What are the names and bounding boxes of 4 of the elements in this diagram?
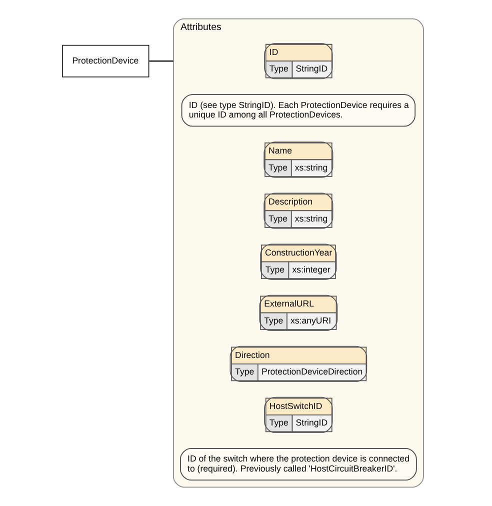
node-box: ProtectionDevice (62, 44, 149, 78)
node-label: ID (see type StringID). Each ProtectionDevice requires a unique ID among all ProtectionDevices. (188, 100, 408, 120)
connector (148, 60, 173, 62)
node-label: ID of the switch where the protection device is connected to (required). Previously called 'HostCircuitBreakerID'. (187, 454, 410, 474)
